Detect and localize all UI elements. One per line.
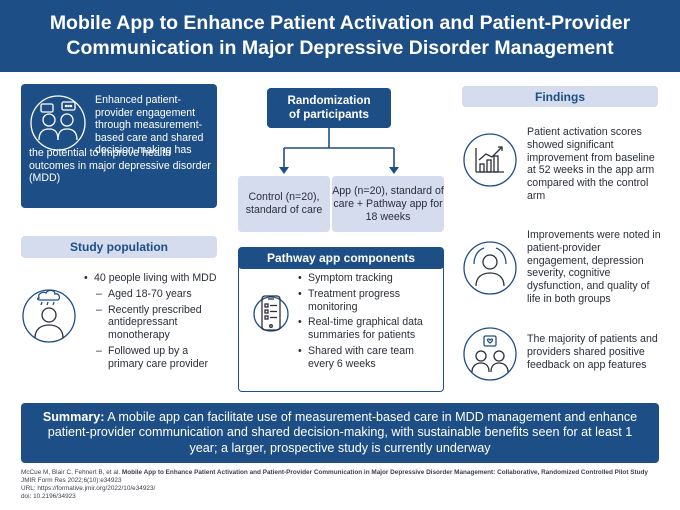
intro-box: Enhanced patient-provider engagement thr… [21,84,217,208]
pathway-title: Pathway app components [238,247,444,269]
citation-title: Mobile App to Enhance Patient Activation… [121,469,648,476]
finding-text-2: Improvements were noted in patient-provi… [527,229,661,305]
pathway-item: Shared with care team every 6 weeks [298,345,442,371]
header-banner: Mobile App to Enhance Patient Activation… [0,0,680,72]
phone-checklist-icon [253,284,289,344]
summary-box: Summary: A mobile app can facilitate use… [21,403,659,463]
growth-chart-icon [462,132,518,188]
randomization-box: Randomization of participants [267,88,391,128]
study-main-item: 40 people living with MDD Aged 18-70 yea… [84,272,218,371]
citation-journal: JMIR Form Res 2022;6(10):e34923 [21,477,122,484]
citation-authors: McCue M, Blair C, Fehnert B, et al. [21,469,122,476]
study-population-title: Study population [21,236,217,258]
summary-text: A mobile app can facilitate use of measu… [47,409,638,455]
pathway-item: Treatment progress monitoring [298,288,442,314]
summary-label: Summary: [42,409,105,424]
study-sub-item: Aged 18-70 years [94,288,218,301]
title-line-2: Communication in Major Depressive Disord… [66,37,614,59]
pathway-frame [238,262,444,392]
citation: McCue M, Blair C, Fehnert B, et al. Mobi… [21,469,671,501]
control-arm-box: Control (n=20), standard of care [238,176,330,232]
pathway-item: Real-time graphical data summaries for p… [298,316,442,342]
positive-feedback-icon [462,326,518,382]
study-sub-item: Recently prescribed antidepressant monot… [94,304,218,342]
citation-doi[interactable]: doi: 10.2196/34923 [21,493,76,500]
pathway-item: Symptom tracking [298,272,442,285]
study-population-list: 40 people living with MDD Aged 18-70 yea… [84,272,218,374]
intro-text-top: Enhanced patient-provider engagement thr… [95,94,204,157]
citation-url[interactable]: URL: https://formative.jmir.org/2022/10/… [21,485,156,492]
finding-text-1: Patient activation scores showed signifi… [527,126,655,202]
intro-text-bottom: the potential to improve health outcomes… [29,147,211,185]
study-sub-item: Followed up by a primary care provider [94,345,218,371]
patient-icon [21,284,77,344]
findings-title: Findings [462,86,658,107]
app-arm-box: App (n=20), standard of care + Pathway a… [332,176,444,232]
finding-text-3: The majority of patients and providers s… [527,333,658,371]
randomization-line-2: of participants [289,108,369,121]
patient-improvement-icon [462,240,518,296]
randomization-line-1: Randomization [287,94,371,107]
doctor-patient-chat-icon [29,94,87,152]
pathway-list: Symptom tracking Treatment progress moni… [298,272,442,374]
title-line-1: Mobile App to Enhance Patient Activation… [49,12,631,34]
randomization-connector [279,128,399,174]
